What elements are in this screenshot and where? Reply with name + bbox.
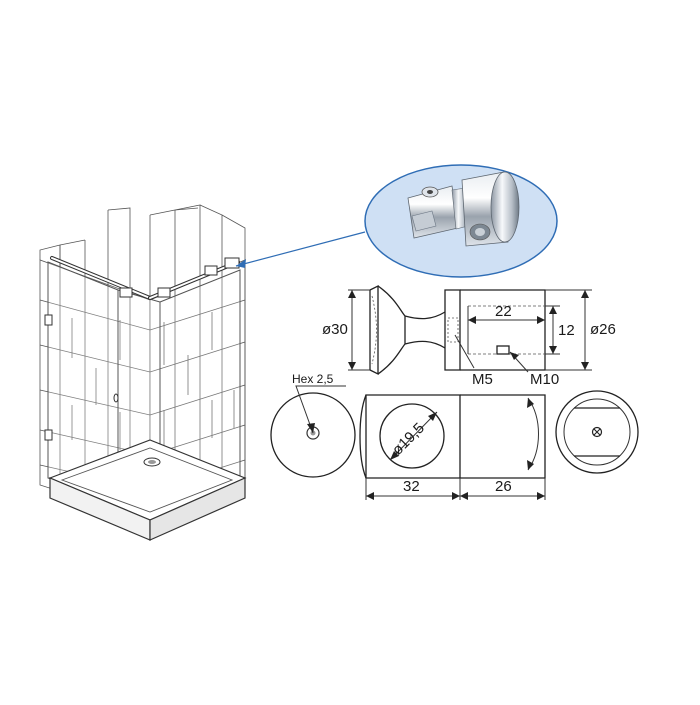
bore-circle (379, 403, 445, 469)
label-thread-m10: M10 (530, 371, 559, 388)
section-view-drawing: ø19,5 32 26 (359, 394, 546, 500)
side-view-drawing: ø30 22 12 ø26 M5 M10 (322, 284, 616, 388)
dim-height-12: 12 (558, 322, 575, 339)
screw-cross-icon (591, 426, 603, 438)
hinge-icon (44, 429, 53, 441)
callout-leader-line (235, 231, 366, 267)
product-photo-callout (364, 164, 558, 278)
shower-enclosure-illustration (39, 204, 247, 541)
label-thread-m5: M5 (472, 371, 493, 388)
dim-diameter-26: ø26 (590, 321, 616, 338)
clamp-photo (407, 171, 520, 247)
dim-length-22: 22 (495, 303, 512, 320)
dim-diameter-30: ø30 (322, 321, 348, 338)
leader-arrowhead (236, 259, 246, 268)
end-view-hex: Hex 2,5 (270, 372, 356, 478)
end-view-screw (555, 390, 639, 474)
door-knob-icon (113, 393, 119, 403)
hinge-icon (44, 314, 53, 326)
support-rail (50, 256, 240, 300)
clamp-highlight (224, 257, 240, 269)
label-hex: Hex 2,5 (292, 372, 334, 386)
dim-length-32: 32 (403, 478, 420, 495)
dim-length-26: 26 (495, 478, 512, 495)
rotation-arrow-icon (527, 397, 539, 471)
dim-bore-19-5: ø19,5 (389, 420, 428, 459)
shower-tray (48, 439, 247, 541)
